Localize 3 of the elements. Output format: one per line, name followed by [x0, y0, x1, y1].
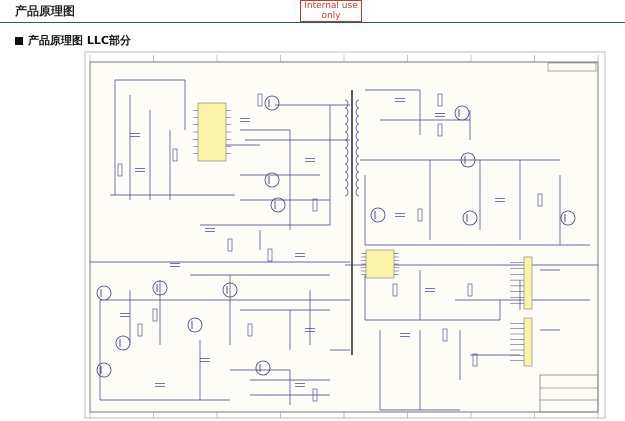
stamp-text: Internal use only [300, 0, 362, 22]
page-title: 产品原理图 [15, 3, 75, 20]
section-heading: 产品原理图 LLC部分 [28, 33, 131, 48]
